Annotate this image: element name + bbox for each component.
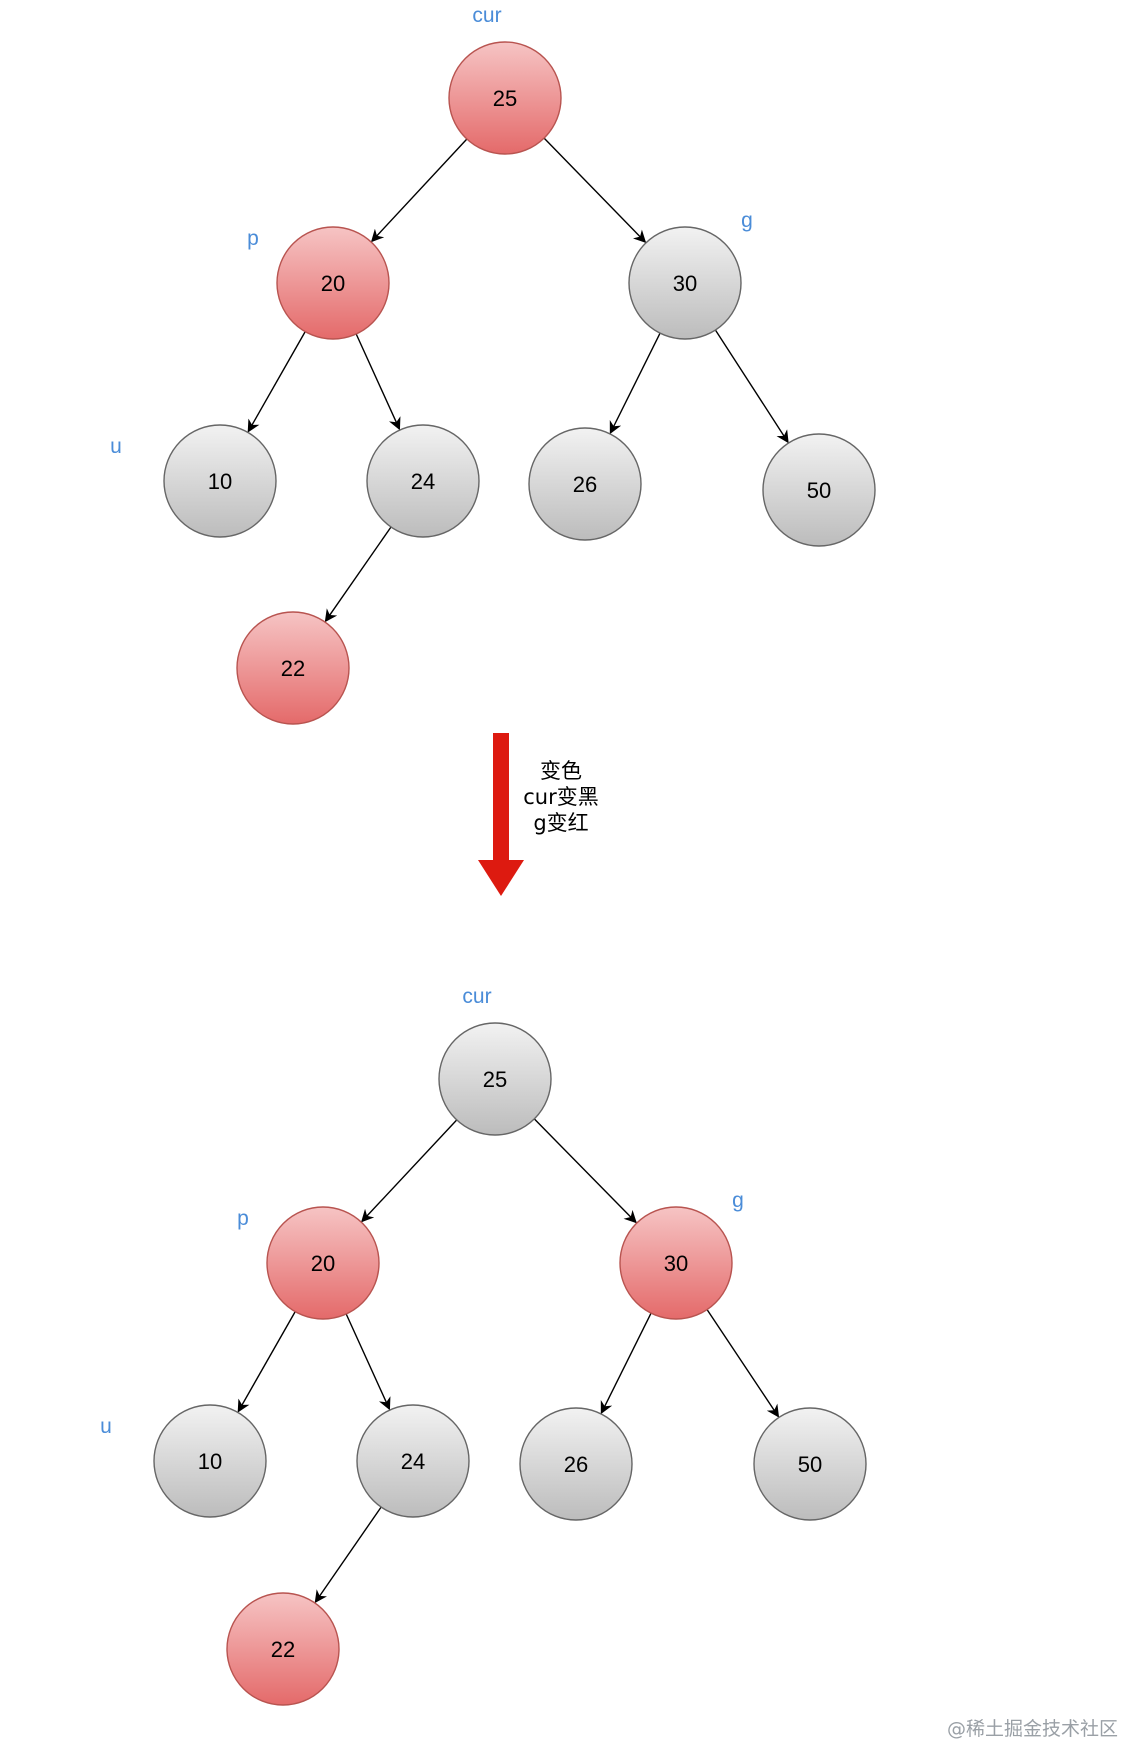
red-node-circle xyxy=(448,41,562,155)
tag-g: g xyxy=(732,1189,744,1212)
tag-u: u xyxy=(100,1415,112,1438)
edge-20-to-24 xyxy=(345,1313,391,1411)
node-value: 25 xyxy=(493,86,517,111)
tag-u: u xyxy=(110,435,122,458)
black-node-circle xyxy=(528,427,642,541)
down-arrow-icon xyxy=(478,733,524,896)
node-22: 22 xyxy=(226,1592,340,1706)
edge-20-to-10 xyxy=(247,331,306,433)
node-value: 20 xyxy=(321,271,345,296)
node-value: 10 xyxy=(198,1449,222,1474)
edge-30-to-50 xyxy=(714,329,789,444)
edge-24-to-22 xyxy=(324,526,392,623)
node-value: 26 xyxy=(564,1452,588,1477)
edge-30-to-50 xyxy=(706,1309,780,1418)
node-50: 50 xyxy=(762,433,876,547)
node-25: 25 xyxy=(448,41,562,155)
node-10: 10 xyxy=(153,1404,267,1518)
node-value: 50 xyxy=(798,1452,822,1477)
node-value: 50 xyxy=(807,478,831,503)
node-26: 26 xyxy=(528,427,642,541)
node-24: 24 xyxy=(366,424,480,538)
node-30: 30 xyxy=(619,1206,733,1320)
node-22: 22 xyxy=(236,611,350,725)
node-value: 10 xyxy=(208,469,232,494)
black-node-circle xyxy=(762,433,876,547)
black-node-circle xyxy=(163,424,277,538)
node-25: 25 xyxy=(438,1022,552,1136)
black-node-circle xyxy=(366,424,480,538)
tree-before-recolor: 25 20 30 10 24 26 50 22 cur p g u xyxy=(110,4,876,725)
red-node-circle xyxy=(276,226,390,340)
node-10: 10 xyxy=(163,424,277,538)
black-node-circle xyxy=(356,1404,470,1518)
red-node-circle xyxy=(226,1592,340,1706)
red-node-circle xyxy=(266,1206,380,1320)
node-value: 30 xyxy=(673,271,697,296)
red-node-circle xyxy=(236,611,350,725)
node-30: 30 xyxy=(628,226,742,340)
node-value: 26 xyxy=(573,472,597,497)
watermark: @稀土掘金技术社区 xyxy=(947,1718,1118,1740)
transition-caption-line-2: cur变黑 xyxy=(523,785,599,809)
node-24: 24 xyxy=(356,1404,470,1518)
node-value: 20 xyxy=(311,1251,335,1276)
edge-30-to-26 xyxy=(600,1312,652,1415)
node-20: 20 xyxy=(266,1206,380,1320)
edge-30-to-26 xyxy=(609,332,661,435)
edge-25-to-30 xyxy=(543,137,647,244)
edge-20-to-24 xyxy=(355,333,401,431)
node-value: 25 xyxy=(483,1067,507,1092)
recolor-transition: 变色 cur变黑 g变红 xyxy=(478,733,599,896)
tree-after-recolor: 25 20 30 10 24 26 50 22 cur p g u xyxy=(100,985,867,1706)
node-26: 26 xyxy=(519,1407,633,1521)
transition-caption-line-3: g变红 xyxy=(533,811,588,835)
node-20: 20 xyxy=(276,226,390,340)
node-50: 50 xyxy=(753,1407,867,1521)
tag-p: p xyxy=(247,227,259,250)
red-node-circle xyxy=(619,1206,733,1320)
edge-25-to-20 xyxy=(370,138,468,243)
edge-20-to-10 xyxy=(237,1311,296,1413)
tag-p: p xyxy=(237,1207,249,1230)
transition-caption-line-1: 变色 xyxy=(540,759,582,783)
tag-g: g xyxy=(741,209,753,232)
node-value: 24 xyxy=(411,469,435,494)
tag-cur: cur xyxy=(472,4,501,27)
node-value: 24 xyxy=(401,1449,425,1474)
black-node-circle xyxy=(438,1022,552,1136)
node-value: 22 xyxy=(281,656,305,681)
node-value: 30 xyxy=(664,1251,688,1276)
edge-25-to-30 xyxy=(533,1118,637,1224)
edge-25-to-20 xyxy=(361,1119,458,1223)
node-value: 22 xyxy=(271,1637,295,1662)
tag-cur: cur xyxy=(462,985,491,1008)
black-node-circle xyxy=(628,226,742,340)
edge-24-to-22 xyxy=(314,1506,382,1604)
black-node-circle xyxy=(153,1404,267,1518)
black-node-circle xyxy=(519,1407,633,1521)
black-node-circle xyxy=(753,1407,867,1521)
